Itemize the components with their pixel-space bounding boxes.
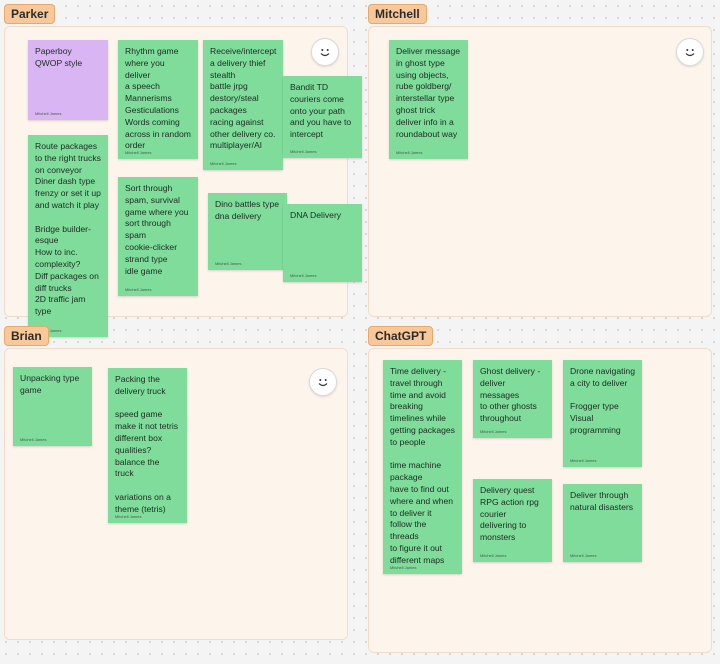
note-author: Mitchell James (290, 149, 317, 154)
note-text: DNA Delivery (290, 210, 342, 220)
note-text: Time delivery - travel through time and … (390, 366, 455, 565)
note-author: Mitchell James (125, 287, 152, 292)
smiley-icon[interactable] (676, 38, 704, 66)
sticky-note-receive-intercept[interactable]: Receive/intercept a delivery thief steal… (203, 40, 283, 170)
note-text: Bandit TD couriers come onto your path a… (290, 82, 352, 140)
note-author: Mitchell James (215, 261, 242, 266)
sticky-note-natural-disasters[interactable]: Deliver through natural disasters Mitche… (563, 484, 642, 562)
note-author: Mitchell James (35, 111, 62, 116)
sticky-note-packing-truck[interactable]: Packing the delivery truck speed game ma… (108, 368, 187, 523)
note-text: Deliver message in ghost type using obje… (396, 46, 460, 139)
note-text: Rhythm game where you deliver a speech M… (125, 46, 191, 151)
note-text: Packing the delivery truck speed game ma… (115, 374, 179, 514)
sticky-note-rhythm-game[interactable]: Rhythm game where you deliver a speech M… (118, 40, 198, 159)
sticky-note-unpacking[interactable]: Unpacking type game Mitchell James (13, 367, 92, 446)
sticky-note-ghost-message[interactable]: Deliver message in ghost type using obje… (389, 40, 468, 159)
note-author: Mitchell James (390, 565, 417, 570)
section-label-mitchell[interactable]: Mitchell (368, 4, 427, 24)
section-label-brian[interactable]: Brian (4, 326, 49, 346)
note-author: Mitchell James (20, 437, 47, 442)
note-author: Mitchell James (290, 273, 317, 278)
note-text: Drone navigating a city to deliver Frogg… (570, 366, 635, 435)
sticky-note-paperboy[interactable]: Paperboy QWOP style Mitchell James (28, 40, 108, 120)
sticky-note-delivery-quest[interactable]: Delivery quest RPG action rpg courier de… (473, 479, 552, 562)
note-text: Deliver through natural disasters (570, 490, 634, 512)
note-text: Paperboy QWOP style (35, 46, 83, 68)
sticky-note-route-packages[interactable]: Route packages to the right trucks on co… (28, 135, 108, 337)
smiley-icon[interactable] (311, 38, 339, 66)
section-label-chatgpt[interactable]: ChatGPT (368, 326, 434, 346)
sticky-note-drone[interactable]: Drone navigating a city to deliver Frogg… (563, 360, 642, 467)
sticky-note-bandit-td[interactable]: Bandit TD couriers come onto your path a… (283, 76, 362, 158)
note-author: Mitchell James (210, 161, 237, 166)
note-author: Mitchell James (125, 150, 152, 155)
note-text: Unpacking type game (20, 373, 80, 395)
note-text: Receive/intercept a delivery thief steal… (210, 46, 277, 151)
sticky-note-sort-spam[interactable]: Sort through spam, survival game where y… (118, 177, 198, 296)
note-author: Mitchell James (480, 553, 507, 558)
note-text: Dino battles type dna delivery (215, 199, 280, 221)
section-label-parker[interactable]: Parker (4, 4, 56, 24)
note-author: Mitchell James (570, 458, 597, 463)
sticky-note-dna-delivery[interactable]: DNA Delivery Mitchell James (283, 204, 362, 282)
note-author: Mitchell James (480, 429, 507, 434)
smiley-icon[interactable] (309, 368, 337, 396)
note-text: Sort through spam, survival game where y… (125, 183, 189, 276)
note-text: Route packages to the right trucks on co… (35, 141, 101, 317)
note-author: Mitchell James (396, 150, 423, 155)
note-author: Mitchell James (570, 553, 597, 558)
sticky-note-ghost-delivery[interactable]: Ghost delivery - deliver messages to oth… (473, 360, 552, 438)
note-text: Delivery quest RPG action rpg courier de… (480, 485, 539, 543)
note-text: Ghost delivery - deliver messages to oth… (480, 366, 541, 424)
sticky-note-dino-battles[interactable]: Dino battles type dna delivery Mitchell … (208, 193, 287, 270)
sticky-note-time-delivery[interactable]: Time delivery - travel through time and … (383, 360, 462, 574)
note-author: Mitchell James (115, 514, 142, 519)
